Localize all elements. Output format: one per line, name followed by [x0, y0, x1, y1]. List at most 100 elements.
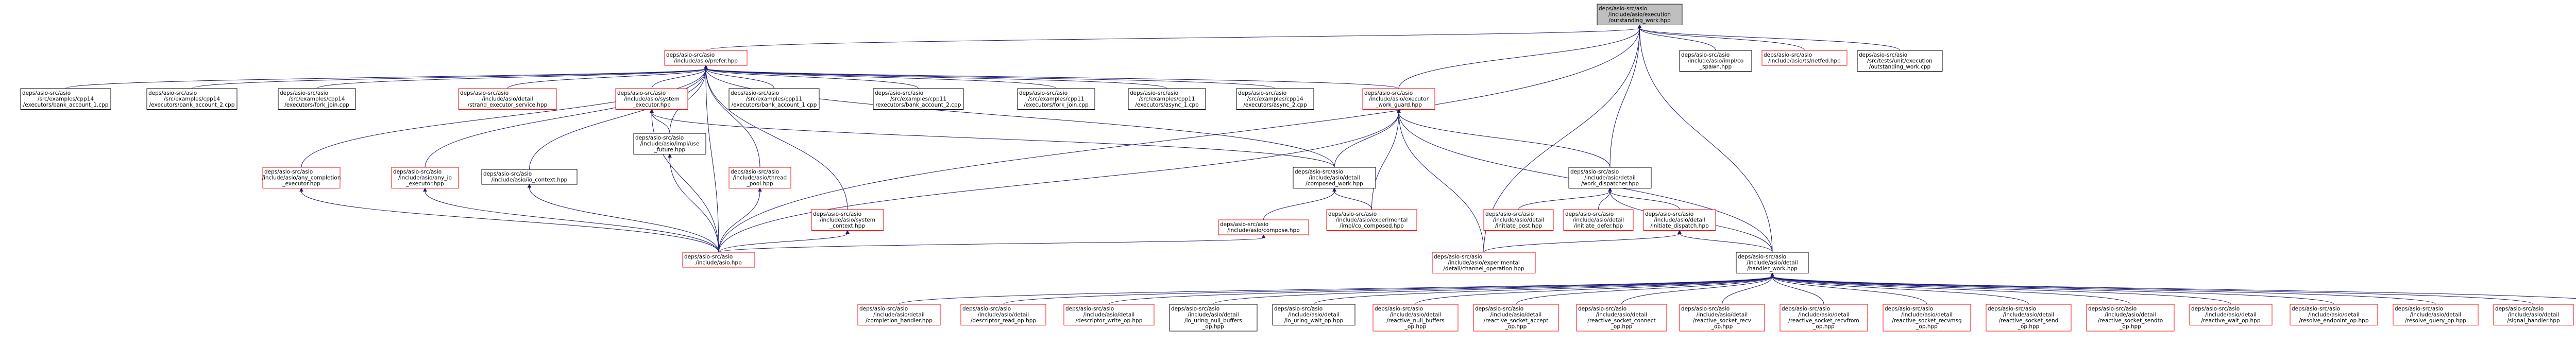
- node-impl_spawn[interactable]: deps/asio-src/asio/include/asio/impl/co_…: [1679, 50, 1752, 72]
- edge-thread_pool-to-prefer: [705, 68, 760, 168]
- node-label-line: /executors/async_2.cpp: [1243, 102, 1307, 108]
- node-system_context[interactable]: deps/asio-src/asio/include/asio/system_c…: [811, 209, 884, 231]
- node-box: [615, 88, 688, 110]
- edge-composed_work-to-sys_executor: [651, 112, 1335, 168]
- edges-layer: [65, 24, 2576, 305]
- node-label-line: _work_guard.hpp: [1375, 102, 1422, 108]
- node-ex_bank1[interactable]: deps/asio-src/asio/src/examples/cpp14/ex…: [20, 88, 111, 110]
- node-label-line: deps/asio-src/asio: [1599, 6, 1647, 12]
- node-ex11_bank2[interactable]: deps/asio-src/asio/src/examples/cpp11/ex…: [873, 88, 964, 110]
- edge-arrowhead: [704, 64, 708, 69]
- node-executor_work_guard[interactable]: deps/asio-src/asio/include/asio/executor…: [1362, 88, 1435, 110]
- node-label-line: /include/asio/detail: [1288, 312, 1339, 318]
- node-any_completion[interactable]: deps/asio-src/asio/include/asio/any_comp…: [262, 167, 341, 188]
- node-l12[interactable]: deps/asio-src/asio/include/asio/detail/r…: [1986, 304, 2072, 332]
- node-label-line: deps/asio-src/asio: [1434, 254, 1482, 260]
- node-l8[interactable]: deps/asio-src/asio/include/asio/detail/r…: [1576, 304, 1667, 332]
- node-compose[interactable]: deps/asio-src/asio/include/asio/compose.…: [1218, 219, 1309, 235]
- edge-composed_work-to-prefer: [705, 68, 1335, 168]
- node-l5[interactable]: deps/asio-src/asio/include/asio/detail/i…: [1272, 304, 1355, 325]
- node-label-line: /src/examples/cpp14: [289, 96, 345, 102]
- node-l1[interactable]: deps/asio-src/asio/include/asio/detail/c…: [857, 304, 941, 325]
- node-sys_executor[interactable]: deps/asio-src/asio/include/asio/system_e…: [615, 88, 688, 110]
- node-ex11_bank1[interactable]: deps/asio-src/asio/src/examples/cpp11/ex…: [728, 88, 820, 110]
- edge-system_context-to-prefer: [705, 68, 848, 210]
- node-composed_work[interactable]: deps/asio-src/asio/include/asio/detail/c…: [1293, 167, 1376, 188]
- node-l3[interactable]: deps/asio-src/asio/include/asio/detail/d…: [1063, 304, 1155, 325]
- node-l17[interactable]: deps/asio-src/asio/include/asio/detail/s…: [2493, 304, 2574, 325]
- node-box: [1432, 252, 1536, 273]
- node-l11[interactable]: deps/asio-src/asio/include/asio/detail/r…: [1883, 304, 1971, 332]
- edge-arrowhead: [527, 183, 532, 188]
- node-l14[interactable]: deps/asio-src/asio/include/asio/detail/r…: [2189, 304, 2273, 325]
- node-exp_co_composed[interactable]: deps/asio-src/asio/include/asio/experime…: [1326, 209, 1417, 231]
- edge-exp_co_composed-to-composed_work: [1334, 191, 1372, 210]
- node-label-line: /include/asio/detail: [1573, 217, 1624, 223]
- node-work_dispatcher[interactable]: deps/asio-src/asio/include/asio/detail/w…: [1568, 167, 1652, 188]
- node-label-line: _future.hpp: [654, 147, 686, 153]
- node-label-line: /include/asio/detail: [1584, 175, 1635, 181]
- node-l6[interactable]: deps/asio-src/asio/include/asio/detail/r…: [1372, 304, 1459, 332]
- node-l13[interactable]: deps/asio-src/asio/include/asio/detail/r…: [2086, 304, 2175, 332]
- node-box: [1576, 304, 1667, 332]
- edge-ex_fork-to-prefer: [316, 68, 706, 89]
- node-ex14_async2[interactable]: deps/asio-src/asio/src/examples/cpp14/ex…: [1236, 88, 1314, 110]
- node-label-line: deps/asio-src/asio: [1988, 306, 2036, 312]
- node-label-line: /include/asio/system: [820, 217, 875, 223]
- node-initiate_dispatch[interactable]: deps/asio-src/asio/include/asio/detail/i…: [1643, 209, 1716, 231]
- node-any_io[interactable]: deps/asio-src/asio/include/asio/any_io_e…: [391, 167, 459, 188]
- node-label-line: deps/asio-src/asio: [1220, 221, 1268, 228]
- node-box: [1679, 50, 1752, 72]
- node-box: [20, 88, 111, 110]
- node-label-line: /include/asio/detail: [1654, 217, 1705, 223]
- node-box: [458, 88, 557, 110]
- node-asio_hpp[interactable]: deps/asio-src/asio/include/asio.hpp: [682, 252, 755, 268]
- edge-l5-to-handler_work: [1313, 276, 1773, 305]
- node-box: [1017, 88, 1095, 110]
- node-label-line: /work_dispatcher.hpp: [1581, 181, 1639, 187]
- node-label-line: /resolve_query_op.hpp: [2405, 318, 2466, 324]
- node-label-line: /include/asio/detail: [1490, 312, 1541, 318]
- node-strand_exec[interactable]: deps/asio-src/asio/include/asio/detail/s…: [458, 88, 557, 110]
- node-channel_op[interactable]: deps/asio-src/asio/include/asio/experime…: [1432, 252, 1536, 273]
- node-l15[interactable]: deps/asio-src/asio/include/asio/detail/r…: [2290, 304, 2378, 325]
- node-is_write[interactable]: deps/asio-src/asio/include/asio/ts/netfe…: [1761, 50, 1848, 66]
- node-thread_pool[interactable]: deps/asio-src/asio/include/asio/thread_p…: [728, 167, 791, 188]
- node-l7[interactable]: deps/asio-src/asio/include/asio/detail/r…: [1473, 304, 1559, 332]
- node-initiate_post[interactable]: deps/asio-src/asio/include/asio/detail/i…: [1483, 209, 1554, 231]
- node-ex_fork[interactable]: deps/asio-src/asio/src/examples/cpp14/ex…: [278, 88, 356, 110]
- node-l16[interactable]: deps/asio-src/asio/include/asio/detail/r…: [2393, 304, 2479, 325]
- edge-ex11_bank2-to-prefer: [705, 68, 919, 89]
- node-l2[interactable]: deps/asio-src/asio/include/asio/detail/d…: [960, 304, 1046, 325]
- node-l10[interactable]: deps/asio-src/asio/include/asio/detail/r…: [1780, 304, 1868, 332]
- edge-arrowhead: [1608, 187, 1612, 192]
- node-label-line: /resolve_endpoint_op.hpp: [2299, 318, 2368, 324]
- node-impl_use_future[interactable]: deps/asio-src/asio/include/asio/impl/use…: [633, 133, 706, 154]
- node-label-line: /completion_handler.hpp: [866, 318, 933, 324]
- node-ex11_async1[interactable]: deps/asio-src/asio/src/examples/cpp11/ex…: [1128, 88, 1206, 110]
- node-box: [1761, 50, 1848, 66]
- edge-l10-to-handler_work: [1772, 276, 1824, 305]
- node-box: [728, 167, 791, 188]
- node-handler_work[interactable]: deps/asio-src/asio/include/asio/detail/h…: [1736, 252, 1809, 273]
- node-box: [1236, 88, 1314, 110]
- node-async_context[interactable]: deps/asio-src/asio/include/asio/io_conte…: [481, 169, 578, 185]
- node-label-line: deps/asio-src/asio: [1885, 306, 1933, 312]
- node-box: [2086, 304, 2175, 332]
- node-prefer[interactable]: deps/asio-src/asio/include/asio/prefer.h…: [664, 50, 748, 66]
- node-label-line: deps/asio-src/asio: [1375, 306, 1423, 312]
- node-label-line: /descriptor_read_op.hpp: [971, 318, 1037, 324]
- node-label-line: /executors/async_1.cpp: [1135, 102, 1199, 108]
- node-root[interactable]: deps/asio-src/asio/include/asio/executio…: [1597, 4, 1683, 25]
- node-box: [1780, 304, 1868, 332]
- node-l9[interactable]: deps/asio-src/asio/include/asio/detail/r…: [1679, 304, 1765, 332]
- node-label-line: /include/asio/detail: [2508, 312, 2559, 318]
- node-l4[interactable]: deps/asio-src/asio/include/asio/detail/i…: [1169, 304, 1258, 332]
- edge-executor_work_guard-to-root: [1398, 28, 1640, 89]
- node-ex11_fork[interactable]: deps/asio-src/asio/src/examples/cpp11/ex…: [1017, 88, 1095, 110]
- edge-ex11_fork-to-prefer: [705, 68, 1057, 89]
- node-ex_bank2[interactable]: deps/asio-src/asio/src/examples/cpp14/ex…: [146, 88, 238, 110]
- edge-asio_hpp-to-executor_work_guard: [718, 112, 1399, 253]
- node-initiate_defer[interactable]: deps/asio-src/asio/include/asio/detail/i…: [1563, 209, 1634, 231]
- node-test_outstanding[interactable]: deps/asio-src/asio/src/tests/unit/execut…: [1857, 50, 1943, 72]
